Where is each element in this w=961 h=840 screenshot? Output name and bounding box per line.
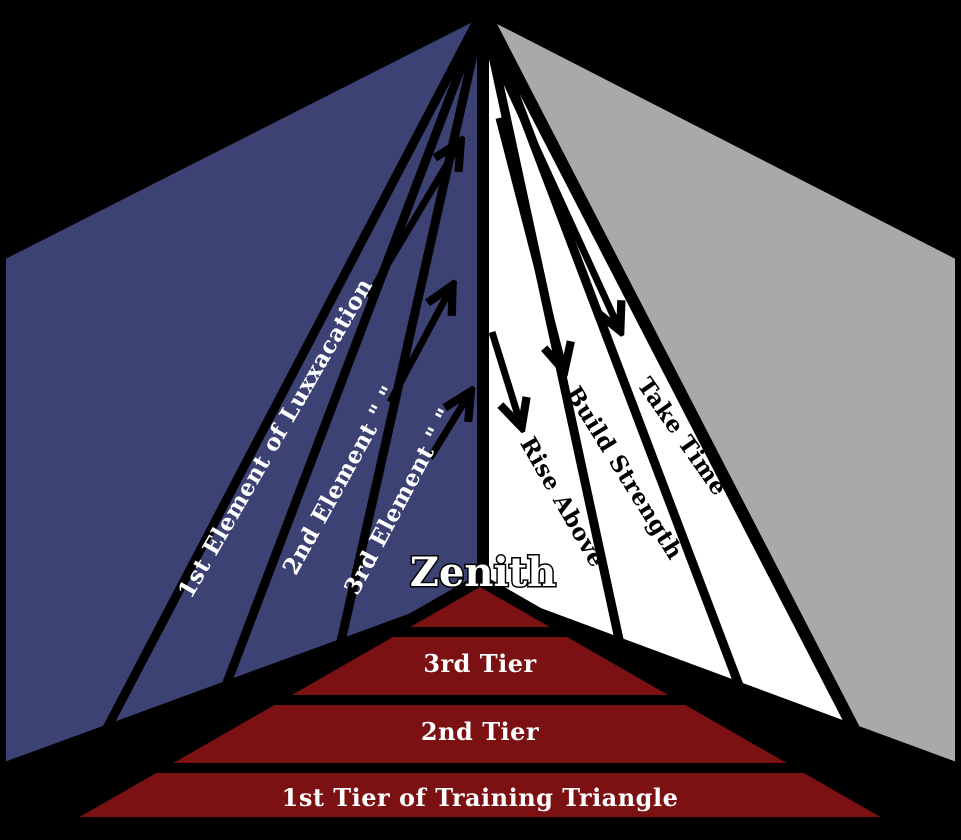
left-stripe-separator-3 [335,9,488,647]
descend-arrow-icon-3 [488,330,520,422]
ascend-arrow-icon-3 [427,396,468,460]
ascend-arrow-icon-1 [364,146,458,299]
tier-label-1st: 1st Tier of Training Triangle [282,783,679,812]
left-stripe-separator-2 [220,8,488,690]
right-face-white-region [477,7,868,743]
ascend-arrow-icon-2 [386,290,450,404]
left-stripe-separator-1 [101,7,487,735]
tier-label-3rd: 3rd Tier [423,649,536,678]
tier-label-2nd: 2nd Tier [421,717,539,746]
descend-arrow-icon-2 [495,117,563,366]
zenith-label: Zenith [410,549,556,596]
descend-arrow-icon-1 [496,66,618,326]
